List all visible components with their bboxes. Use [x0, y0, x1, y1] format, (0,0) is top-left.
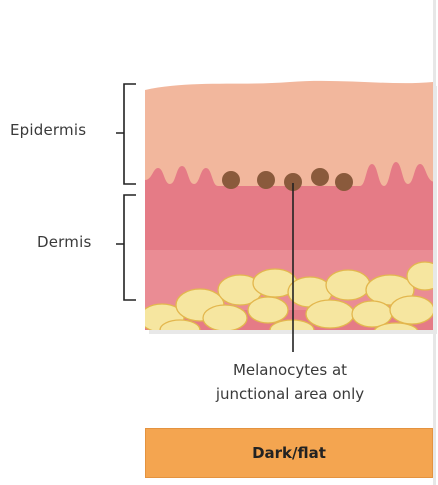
dermis-label: Dermis: [37, 233, 91, 251]
fat-cell: [352, 301, 392, 327]
callout-line-2: junctional area only: [190, 382, 390, 406]
melanocyte: [311, 168, 329, 186]
fat-cell: [160, 320, 200, 340]
callout-line-1: Melanocytes at: [190, 358, 390, 382]
melanocyte: [335, 173, 353, 191]
fat-cell: [326, 270, 370, 300]
epidermis-bracket: [116, 84, 136, 184]
dermis-bracket: [116, 195, 136, 300]
lesion-type-box: Dark/flat: [145, 428, 433, 478]
fat-cell: [203, 305, 247, 331]
fat-cell: [248, 297, 288, 323]
fat-cell: [306, 300, 354, 328]
epidermis-label: Epidermis: [10, 121, 86, 139]
fat-cell: [270, 320, 314, 340]
melanocyte: [257, 171, 275, 189]
melanocyte: [222, 171, 240, 189]
lesion-type-label: Dark/flat: [252, 444, 326, 462]
melanocyte-callout: Melanocytes at junctional area only: [190, 358, 390, 406]
fat-cell: [390, 296, 434, 324]
